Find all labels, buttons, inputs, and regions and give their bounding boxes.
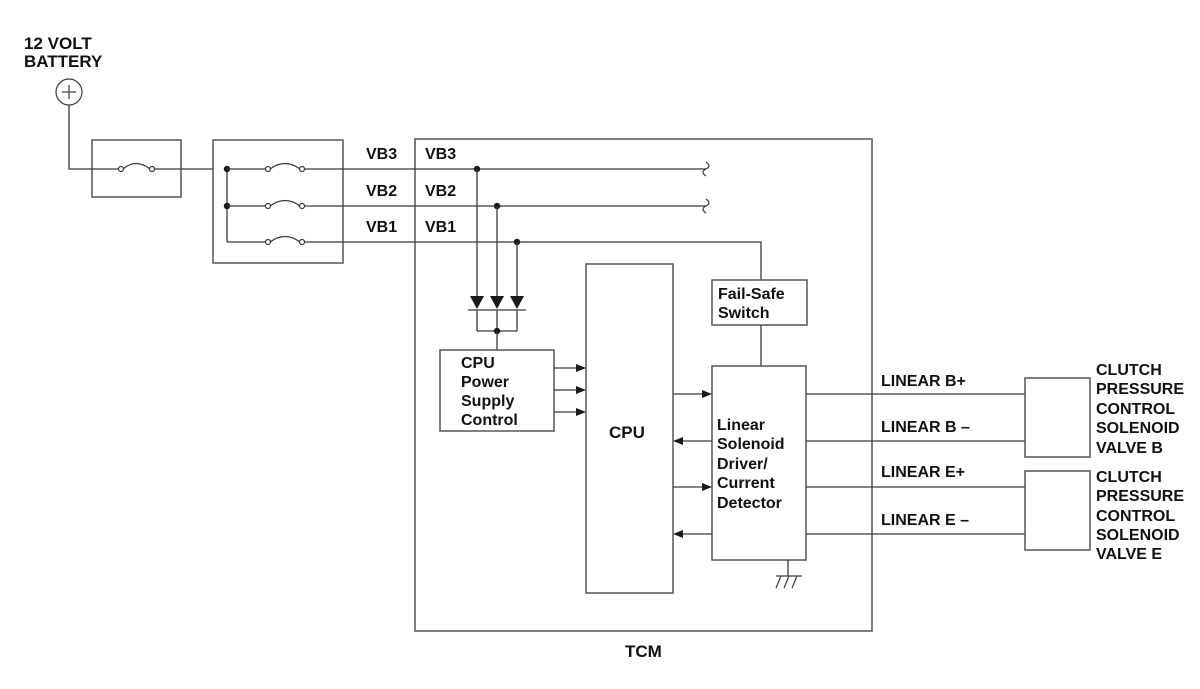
power-supply-label-line3: Supply [461, 393, 514, 410]
fuse-vb2-icon [269, 199, 301, 207]
solenoid-valve-e-box [1024, 470, 1091, 551]
cpu-label: CPU [609, 423, 645, 442]
diode-vb3-icon [470, 296, 484, 309]
solenoid-valve-b-box [1024, 377, 1091, 458]
power-supply-box [439, 349, 555, 432]
driver-label-line2: Solenoid [717, 436, 785, 453]
linear-b-plus-label: LINEAR B+ [881, 373, 966, 390]
driver-to-cpu-b-arrow-icon [673, 437, 683, 445]
valve-b-label-line3: CONTROL [1096, 401, 1175, 418]
cpu-to-driver-e-arrow-icon [702, 483, 712, 491]
vb2-break-icon [702, 198, 710, 214]
tcm-label: TCM [625, 642, 662, 661]
vb1-line [304, 241, 762, 280]
power-arrow-3-icon [576, 408, 586, 416]
valve-e-label-line5: VALVE E [1096, 546, 1162, 563]
battery-label-line2: BATTERY [24, 52, 103, 71]
diode-vb1-icon [510, 296, 524, 309]
vb3-inner-label: VB3 [425, 146, 456, 163]
valve-b-label-line4: SOLENOID [1096, 420, 1180, 437]
linear-e-plus-label: LINEAR E+ [881, 464, 965, 481]
power-arrow-1-icon [576, 364, 586, 372]
valve-e-label-line1: CLUTCH [1096, 469, 1162, 486]
solenoid-valve-e: CLUTCH PRESSURE CONTROL SOLENOID VALVE E [1024, 469, 1184, 563]
driver-to-cpu-e-arrow-icon [673, 530, 683, 538]
vb2-outer-label: VB2 [366, 183, 397, 200]
fail-safe-switch-box [711, 279, 808, 326]
fail-safe-label-line1: Fail-Safe [718, 286, 785, 303]
fuse-vb1-icon [269, 235, 301, 243]
power-supply-label-line1: CPU [461, 355, 495, 372]
power-supply-label-line4: Control [461, 412, 518, 429]
cpu-power-supply-control: CPU Power Supply Control [439, 349, 586, 432]
fuse-vb3-icon [269, 162, 301, 170]
vb2-inner-label: VB2 [425, 183, 456, 200]
valve-e-label-line2: PRESSURE [1096, 488, 1184, 505]
diode-vb2-icon [490, 296, 504, 309]
driver-label-line5: Detector [717, 495, 782, 512]
valve-b-label-line5: VALVE B [1096, 440, 1163, 457]
vb1-inner-label: VB1 [425, 219, 456, 236]
driver-label-line4: Current [717, 475, 775, 492]
battery: 12 VOLT BATTERY [24, 34, 103, 106]
linear-output-lines: LINEAR B+ LINEAR B – LINEAR E+ LINEAR E … [806, 373, 1025, 535]
valve-b-label-line1: CLUTCH [1096, 362, 1162, 379]
vb3-break-icon [702, 161, 710, 177]
power-arrow-2-icon [576, 386, 586, 394]
cpu-box [585, 263, 674, 594]
battery-label-line1: 12 VOLT [24, 34, 92, 53]
linear-solenoid-driver: Linear Solenoid Driver/ Current Detector [711, 365, 807, 589]
fail-safe-switch: Fail-Safe Switch [711, 279, 808, 366]
valve-e-label-line4: SOLENOID [1096, 527, 1180, 544]
main-fuse-icon [122, 162, 151, 170]
cpu: CPU [585, 263, 674, 594]
linear-b-minus-label: LINEAR B – [881, 419, 970, 436]
fuse-block [212, 139, 344, 264]
driver-box [711, 365, 807, 561]
power-supply-label-line2: Power [461, 374, 509, 391]
fail-safe-label-line2: Switch [718, 305, 770, 322]
diode-or-network [468, 165, 526, 350]
valve-b-label-line2: PRESSURE [1096, 381, 1184, 398]
power-lines: VB3 VB3 VB2 VB2 VB1 VB1 [304, 146, 762, 280]
linear-e-minus-label: LINEAR E – [881, 512, 969, 529]
driver-label-line1: Linear [717, 417, 765, 434]
vb3-outer-label: VB3 [366, 146, 397, 163]
cpu-to-driver-b-arrow-icon [702, 390, 712, 398]
main-fuse-box [91, 139, 182, 198]
solenoid-valve-b: CLUTCH PRESSURE CONTROL SOLENOID VALVE B [1024, 362, 1184, 458]
driver-label-line3: Driver/ [717, 456, 768, 473]
battery-lead-wire [68, 105, 92, 170]
valve-e-label-line3: CONTROL [1096, 508, 1175, 525]
vb1-outer-label: VB1 [366, 219, 397, 236]
cpu-driver-signals [673, 390, 712, 538]
